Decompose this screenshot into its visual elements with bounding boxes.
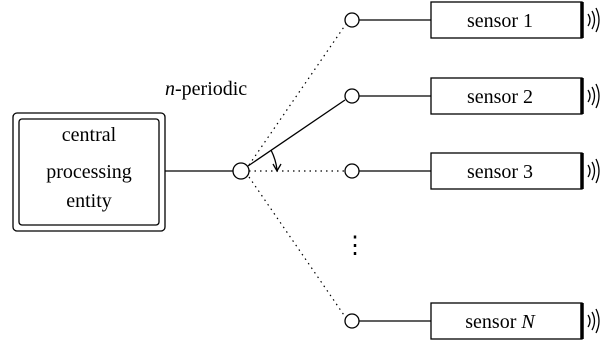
sensor-1-box: sensor 1 <box>430 1 584 39</box>
sensor-3-box: sensor 3 <box>430 152 584 190</box>
contact-node-sensor-1 <box>344 12 360 28</box>
switch-period-label: n-periodic <box>165 78 247 100</box>
central-processing-box: central processing entity <box>12 112 166 232</box>
period-variable: n <box>165 78 175 100</box>
sensor-2-label: sensor 2 <box>467 86 533 108</box>
switch-pivot-node <box>232 162 250 180</box>
central-box-line-3: entity <box>66 190 112 212</box>
sensor-1-label: sensor 1 <box>467 10 533 32</box>
sensor-n-label: sensor N <box>465 311 536 333</box>
sensor-n-box: sensor N <box>430 302 584 340</box>
contact-node-sensor-3 <box>344 163 360 179</box>
contact-node-sensor-2 <box>344 88 360 104</box>
central-box-line-1: central <box>62 124 117 146</box>
contact-node-sensor-n <box>344 313 360 329</box>
period-suffix: -periodic <box>175 78 247 100</box>
switch-path-sensor-n <box>248 176 347 319</box>
switch-arm-active <box>247 99 346 167</box>
switch-path-sensor-1 <box>248 23 347 166</box>
sensor-3-label: sensor 3 <box>467 161 533 183</box>
sensor-ellipsis: ⋮ <box>343 233 367 259</box>
central-box-line-2: processing <box>46 161 132 183</box>
sensor-2-signal-icon <box>587 83 600 109</box>
sensor-3-signal-icon <box>587 158 600 184</box>
sensor-2-box: sensor 2 <box>430 77 584 115</box>
sensor-n-signal-icon <box>587 308 600 334</box>
sensor-1-signal-icon <box>587 7 600 33</box>
rotation-arrow-icon <box>270 149 282 173</box>
